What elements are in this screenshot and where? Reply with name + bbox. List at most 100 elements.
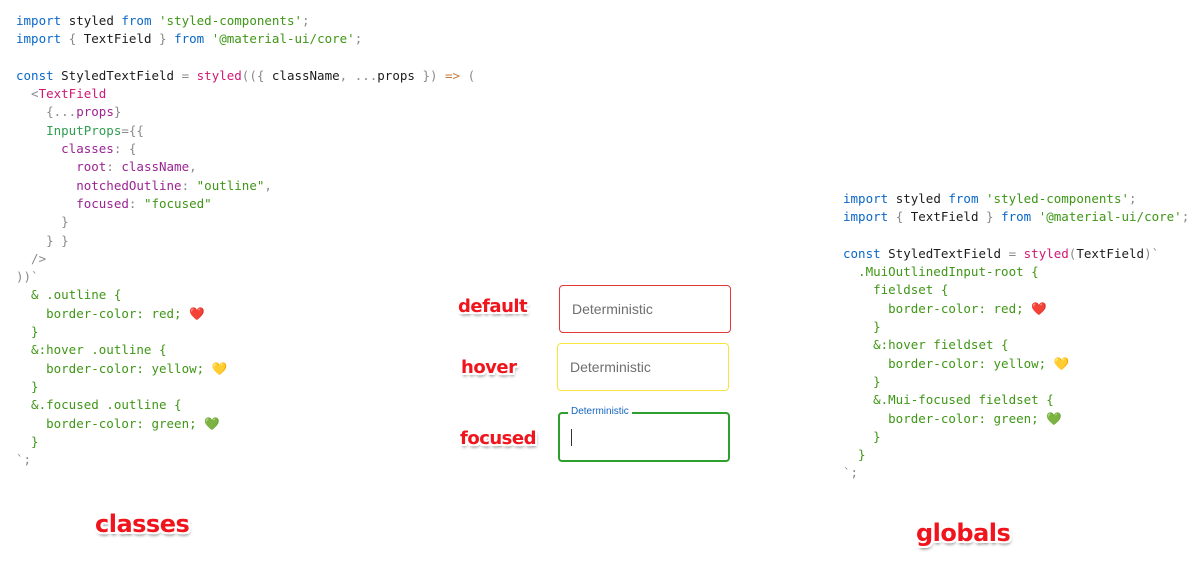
code-token: const xyxy=(16,67,62,83)
code-token: } xyxy=(986,209,1002,225)
code-token: '@material-ui/core' xyxy=(211,31,355,47)
code-token: } xyxy=(843,447,866,463)
code-line: import { TextField } from '@material-ui/… xyxy=(16,30,475,48)
code-token: &:hover fieldset { xyxy=(843,337,1009,353)
code-line: &:hover fieldset { xyxy=(843,336,1189,354)
code-token: ; xyxy=(1181,209,1190,225)
code-line: } xyxy=(843,446,1189,464)
code-token: InputProps xyxy=(16,122,122,138)
code-token: : xyxy=(106,159,122,175)
code-token: border-color: green; xyxy=(843,410,1047,426)
code-line: } xyxy=(843,428,1189,446)
code-token: } xyxy=(843,319,881,335)
code-line: classes: { xyxy=(16,140,475,158)
code-line: &.Mui-focused fieldset { xyxy=(843,391,1189,409)
heart-emoji-icon: 💛 xyxy=(211,360,228,376)
code-token: } xyxy=(16,378,39,394)
text-field-focused[interactable]: Deterministic xyxy=(558,406,730,462)
code-token: props xyxy=(76,104,114,120)
text-field-default[interactable]: Deterministic xyxy=(559,285,731,333)
code-token: < xyxy=(16,86,39,102)
code-line: border-color: red; ❤️ xyxy=(16,305,475,323)
code-token: } xyxy=(16,214,69,230)
code-token: from xyxy=(121,13,160,28)
code-line: } xyxy=(16,378,475,396)
code-token: ; xyxy=(354,31,363,47)
code-line: .MuiOutlinedInput-root { xyxy=(843,263,1189,281)
code-token: &.focused .outline { xyxy=(16,397,182,413)
code-line: InputProps={{ xyxy=(16,122,475,140)
code-line: } xyxy=(16,433,475,451)
code-token: }) xyxy=(422,67,446,83)
code-token: 'styled-components' xyxy=(159,13,303,28)
code-token: TextField xyxy=(38,86,107,102)
code-token: , xyxy=(189,159,197,175)
code-line: } xyxy=(16,213,475,231)
code-token: styled xyxy=(1023,245,1069,261)
code-token: ( xyxy=(1068,245,1077,261)
code-line: focused: "focused" xyxy=(16,195,475,213)
code-token: "focused" xyxy=(143,195,212,211)
code-line: ))` xyxy=(16,268,475,286)
code-token: = xyxy=(1008,245,1024,261)
code-line: /> xyxy=(16,250,475,268)
code-token: notchedOutline xyxy=(16,177,182,193)
code-line: border-color: green; 💚 xyxy=(16,415,475,433)
code-line: import { TextField } from '@material-ui/… xyxy=(843,208,1189,226)
code-line: fieldset { xyxy=(843,281,1189,299)
code-token: ; xyxy=(1129,191,1137,206)
code-line: border-color: red; ❤️ xyxy=(843,300,1189,318)
code-token: ))` xyxy=(16,269,39,285)
code-token: } xyxy=(843,428,881,444)
heart-emoji-icon: 💚 xyxy=(1046,410,1062,426)
code-token: : { xyxy=(113,141,137,157)
label-hover: hover xyxy=(461,357,517,378)
code-token: className xyxy=(121,159,190,175)
code-line: const StyledTextField = styled(TextField… xyxy=(843,245,1189,263)
code-token: border-color: red; xyxy=(843,300,1032,316)
code-token: from xyxy=(948,191,987,206)
code-token: : xyxy=(128,195,144,211)
code-token: } } xyxy=(16,232,69,248)
field-placeholder: Deterministic xyxy=(572,301,653,317)
code-token: , ... xyxy=(339,67,378,83)
code-line: import styled from 'styled-components'; xyxy=(843,190,1189,208)
code-token: {... xyxy=(16,104,77,120)
code-token: , xyxy=(264,177,272,193)
code-token: border-color: red; xyxy=(16,305,190,321)
code-token: ={{ xyxy=(121,122,144,138)
code-line: } xyxy=(843,373,1189,391)
label-classes: classes xyxy=(95,510,190,538)
label-default: default xyxy=(458,296,528,317)
code-line: border-color: yellow; 💛 xyxy=(16,360,475,378)
code-line: root: className, xyxy=(16,158,475,176)
code-token: "outline" xyxy=(196,177,265,193)
code-token: &:hover .outline { xyxy=(16,342,167,358)
code-token: )` xyxy=(1144,245,1160,261)
code-token: StyledTextField xyxy=(888,245,1009,261)
code-token: styled xyxy=(895,191,949,206)
code-token: import xyxy=(16,13,69,28)
code-token: TextField xyxy=(910,209,987,225)
code-token: classes xyxy=(16,141,114,157)
code-token: } xyxy=(16,324,39,340)
code-token: border-color: green; xyxy=(16,415,205,431)
code-line: } } xyxy=(16,232,475,250)
code-token: & .outline { xyxy=(16,287,122,303)
text-cursor xyxy=(571,429,572,446)
code-line: notchedOutline: "outline", xyxy=(16,177,475,195)
code-token: 'styled-components' xyxy=(986,191,1130,206)
code-token: .MuiOutlinedInput-root { xyxy=(843,264,1039,280)
text-field-hover[interactable]: Deterministic xyxy=(557,343,729,391)
code-line: `; xyxy=(16,451,475,469)
code-token: props xyxy=(377,67,423,83)
code-token: fieldset { xyxy=(843,282,949,298)
code-token: styled xyxy=(68,13,122,28)
field-placeholder: Deterministic xyxy=(570,359,651,375)
code-line: & .outline { xyxy=(16,286,475,304)
code-block-globals: import styled from 'styled-components';i… xyxy=(843,190,1189,483)
code-token: &.Mui-focused fieldset { xyxy=(843,392,1054,408)
code-token: '@material-ui/core' xyxy=(1038,209,1182,225)
code-token: = xyxy=(181,67,197,83)
code-token: `; xyxy=(843,465,859,481)
